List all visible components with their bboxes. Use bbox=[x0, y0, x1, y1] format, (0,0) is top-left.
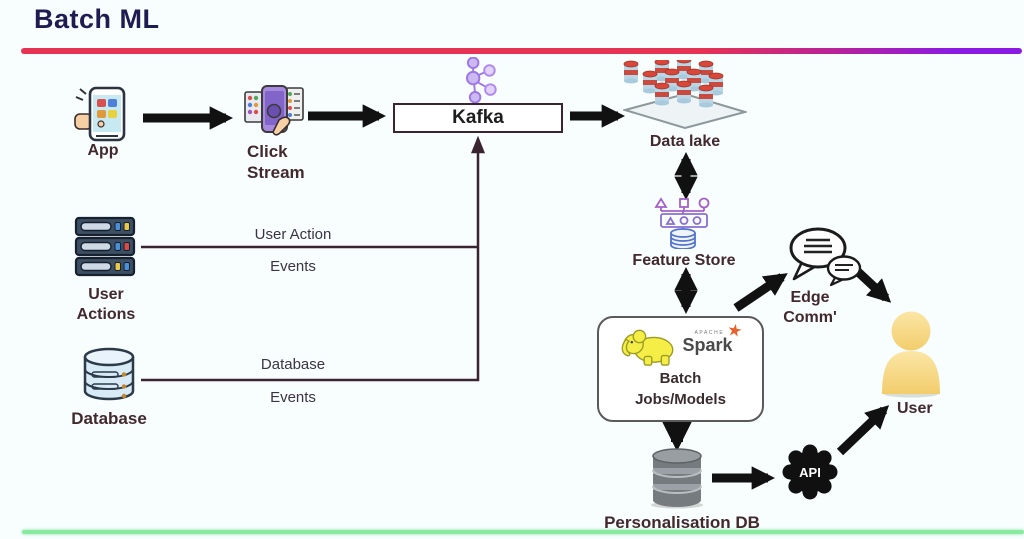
edge-comm-label-line2: Comm' bbox=[783, 309, 837, 326]
spark-logo: APACHE Spark ★ bbox=[677, 320, 745, 355]
user-action-events-label-line1: User Action bbox=[254, 226, 332, 243]
database-events-label-line1: Database bbox=[260, 356, 326, 373]
app-icon bbox=[74, 86, 126, 142]
edge-comm-icon bbox=[789, 227, 862, 287]
batch-jobs-node: APACHE Spark ★ Batch Jobs/Models bbox=[597, 316, 764, 422]
user-action-events-label-line2: Events bbox=[270, 258, 316, 275]
batch-logos: APACHE Spark ★ bbox=[599, 320, 762, 366]
user-actions-label: User Actions bbox=[62, 285, 150, 325]
kafka-icon bbox=[465, 57, 497, 103]
batch-jobs-label-line2: Jobs/Models bbox=[635, 391, 726, 408]
spark-apache-label: APACHE bbox=[694, 330, 725, 336]
user-label: User bbox=[897, 400, 933, 417]
kafka-label: Kafka bbox=[452, 107, 504, 128]
click-stream-label: Click Stream bbox=[247, 141, 327, 184]
data-lake-icon bbox=[623, 60, 747, 130]
personalisation-db-icon bbox=[651, 448, 703, 509]
user-actions-icon bbox=[74, 216, 136, 277]
batch-jobs-label: Batch Jobs/Models bbox=[599, 368, 762, 410]
edge-comm-label-line1: Edge bbox=[790, 289, 830, 306]
personalisation-db-label: Personalisation DB bbox=[604, 513, 760, 532]
user-actions-label-line1: User bbox=[88, 286, 124, 303]
click-stream-icon bbox=[244, 85, 304, 136]
edge-comm-label: Edge Comm' bbox=[768, 288, 852, 328]
hadoop-elephant-icon bbox=[621, 329, 673, 366]
spark-wordmark: Spark bbox=[682, 335, 733, 355]
top-accent-line bbox=[21, 48, 1022, 54]
user-actions-label-line2: Actions bbox=[76, 306, 136, 323]
click-stream-label-line1: Click bbox=[247, 142, 288, 161]
page-title: Batch ML bbox=[34, 4, 160, 34]
feature-store-label: Feature Store bbox=[632, 252, 736, 269]
database-events-label-line2: Events bbox=[270, 389, 316, 406]
api-icon: API bbox=[782, 444, 838, 500]
api-label: API bbox=[799, 465, 821, 480]
kafka-node: Kafka bbox=[393, 103, 563, 133]
database-label: Database bbox=[71, 409, 147, 428]
user-icon bbox=[882, 311, 940, 398]
bottom-accent-line bbox=[22, 530, 1024, 534]
feature-store-icon bbox=[654, 197, 710, 249]
data-lake-label: Data lake bbox=[649, 133, 721, 150]
arrow-api-to-user bbox=[836, 405, 890, 456]
database-icon bbox=[83, 347, 135, 401]
click-stream-label-line2: Stream bbox=[247, 163, 305, 183]
app-label: App bbox=[87, 142, 119, 159]
batch-jobs-label-line1: Batch bbox=[659, 370, 702, 387]
